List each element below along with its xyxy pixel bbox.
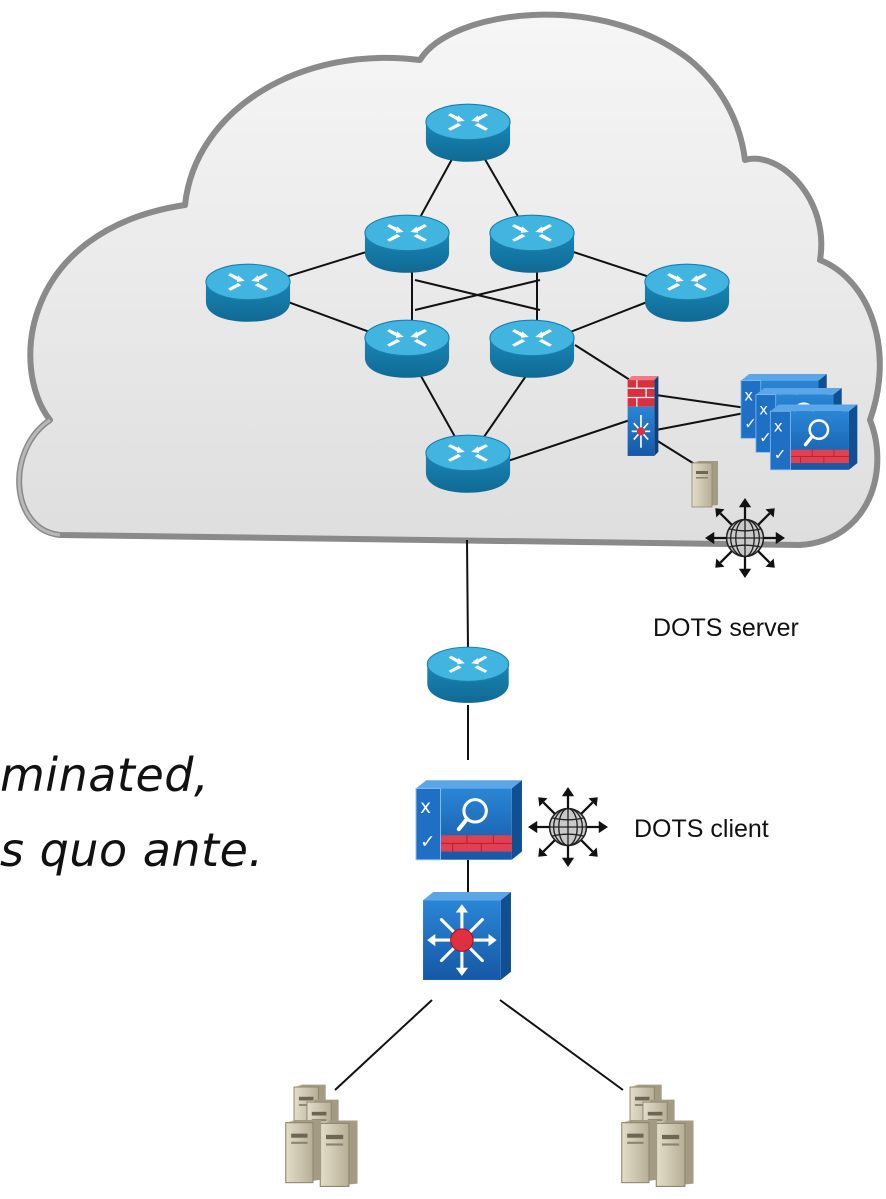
server-stack-icon — [286, 1085, 358, 1187]
router-icon — [364, 214, 450, 274]
router-icon — [489, 319, 575, 379]
router-icon — [425, 434, 511, 494]
slide-text-line-2: s quo ante. — [0, 823, 264, 877]
router-icon — [425, 103, 511, 163]
dots-server-label: DOTS server — [653, 614, 799, 642]
multilayer-switch-icon — [421, 890, 513, 982]
router-icon — [489, 214, 575, 274]
cloud-network — [16, 11, 883, 548]
dots-client-label: DOTS client — [634, 815, 769, 843]
ips-icon — [768, 402, 859, 472]
server-stack-icon — [622, 1085, 694, 1187]
dots-server-globe-icon — [704, 497, 786, 579]
slide-text-line-1: minated, — [0, 748, 210, 802]
router-icon — [205, 263, 291, 323]
router-icon — [644, 263, 730, 323]
ips-icon — [416, 780, 522, 859]
server-icon — [691, 460, 719, 508]
firewall-switch-icon — [626, 376, 660, 457]
edge-router-icon — [426, 646, 510, 704]
uplink-links — [334, 539, 624, 1091]
router-icon — [364, 319, 450, 379]
dots-client-globe-icon — [527, 786, 609, 868]
